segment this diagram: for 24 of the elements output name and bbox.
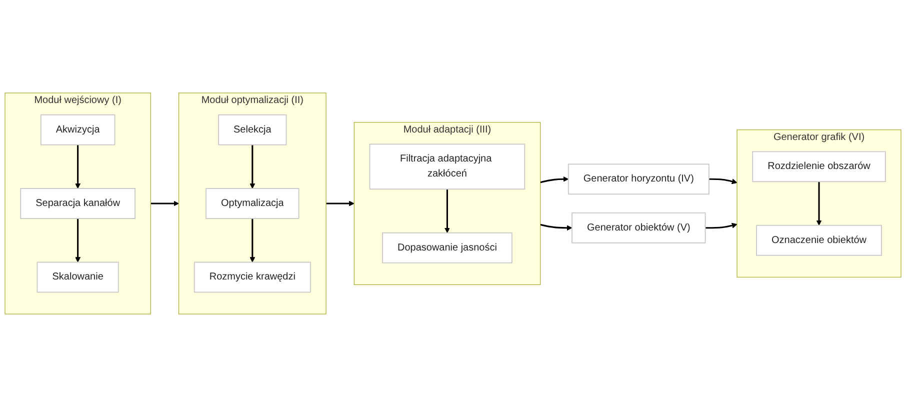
arrow <box>75 218 81 262</box>
arrow <box>326 200 354 206</box>
arrow <box>540 176 569 184</box>
node-box: Filtracja adaptacyjna zakłóceń <box>369 144 526 190</box>
node-box: Optymalizacja <box>206 188 300 219</box>
arrow <box>250 218 256 262</box>
node-box: Selekcja <box>218 114 287 146</box>
arrow <box>708 178 738 184</box>
arrow <box>705 222 738 229</box>
arrow <box>250 144 256 189</box>
arrow <box>150 200 180 206</box>
node-box: Skalowanie <box>36 262 119 293</box>
node-box: Akwizycja <box>40 114 116 146</box>
arrow <box>444 189 450 234</box>
arrow <box>540 224 572 231</box>
node-box: Rozdzielenie obszarów <box>752 151 886 182</box>
node-box: Dopasowanie jasności <box>382 232 512 264</box>
node-box: Generator horyzontu (IV) <box>568 164 710 195</box>
node-box: Oznaczenie obiektów <box>756 224 882 256</box>
arrow <box>816 182 822 226</box>
node-box: Rozmycie krawędzi <box>194 262 311 293</box>
node-box: Separacja kanałów <box>20 188 136 219</box>
node-box: Generator obiektów (V) <box>572 212 706 244</box>
arrow <box>75 144 81 189</box>
